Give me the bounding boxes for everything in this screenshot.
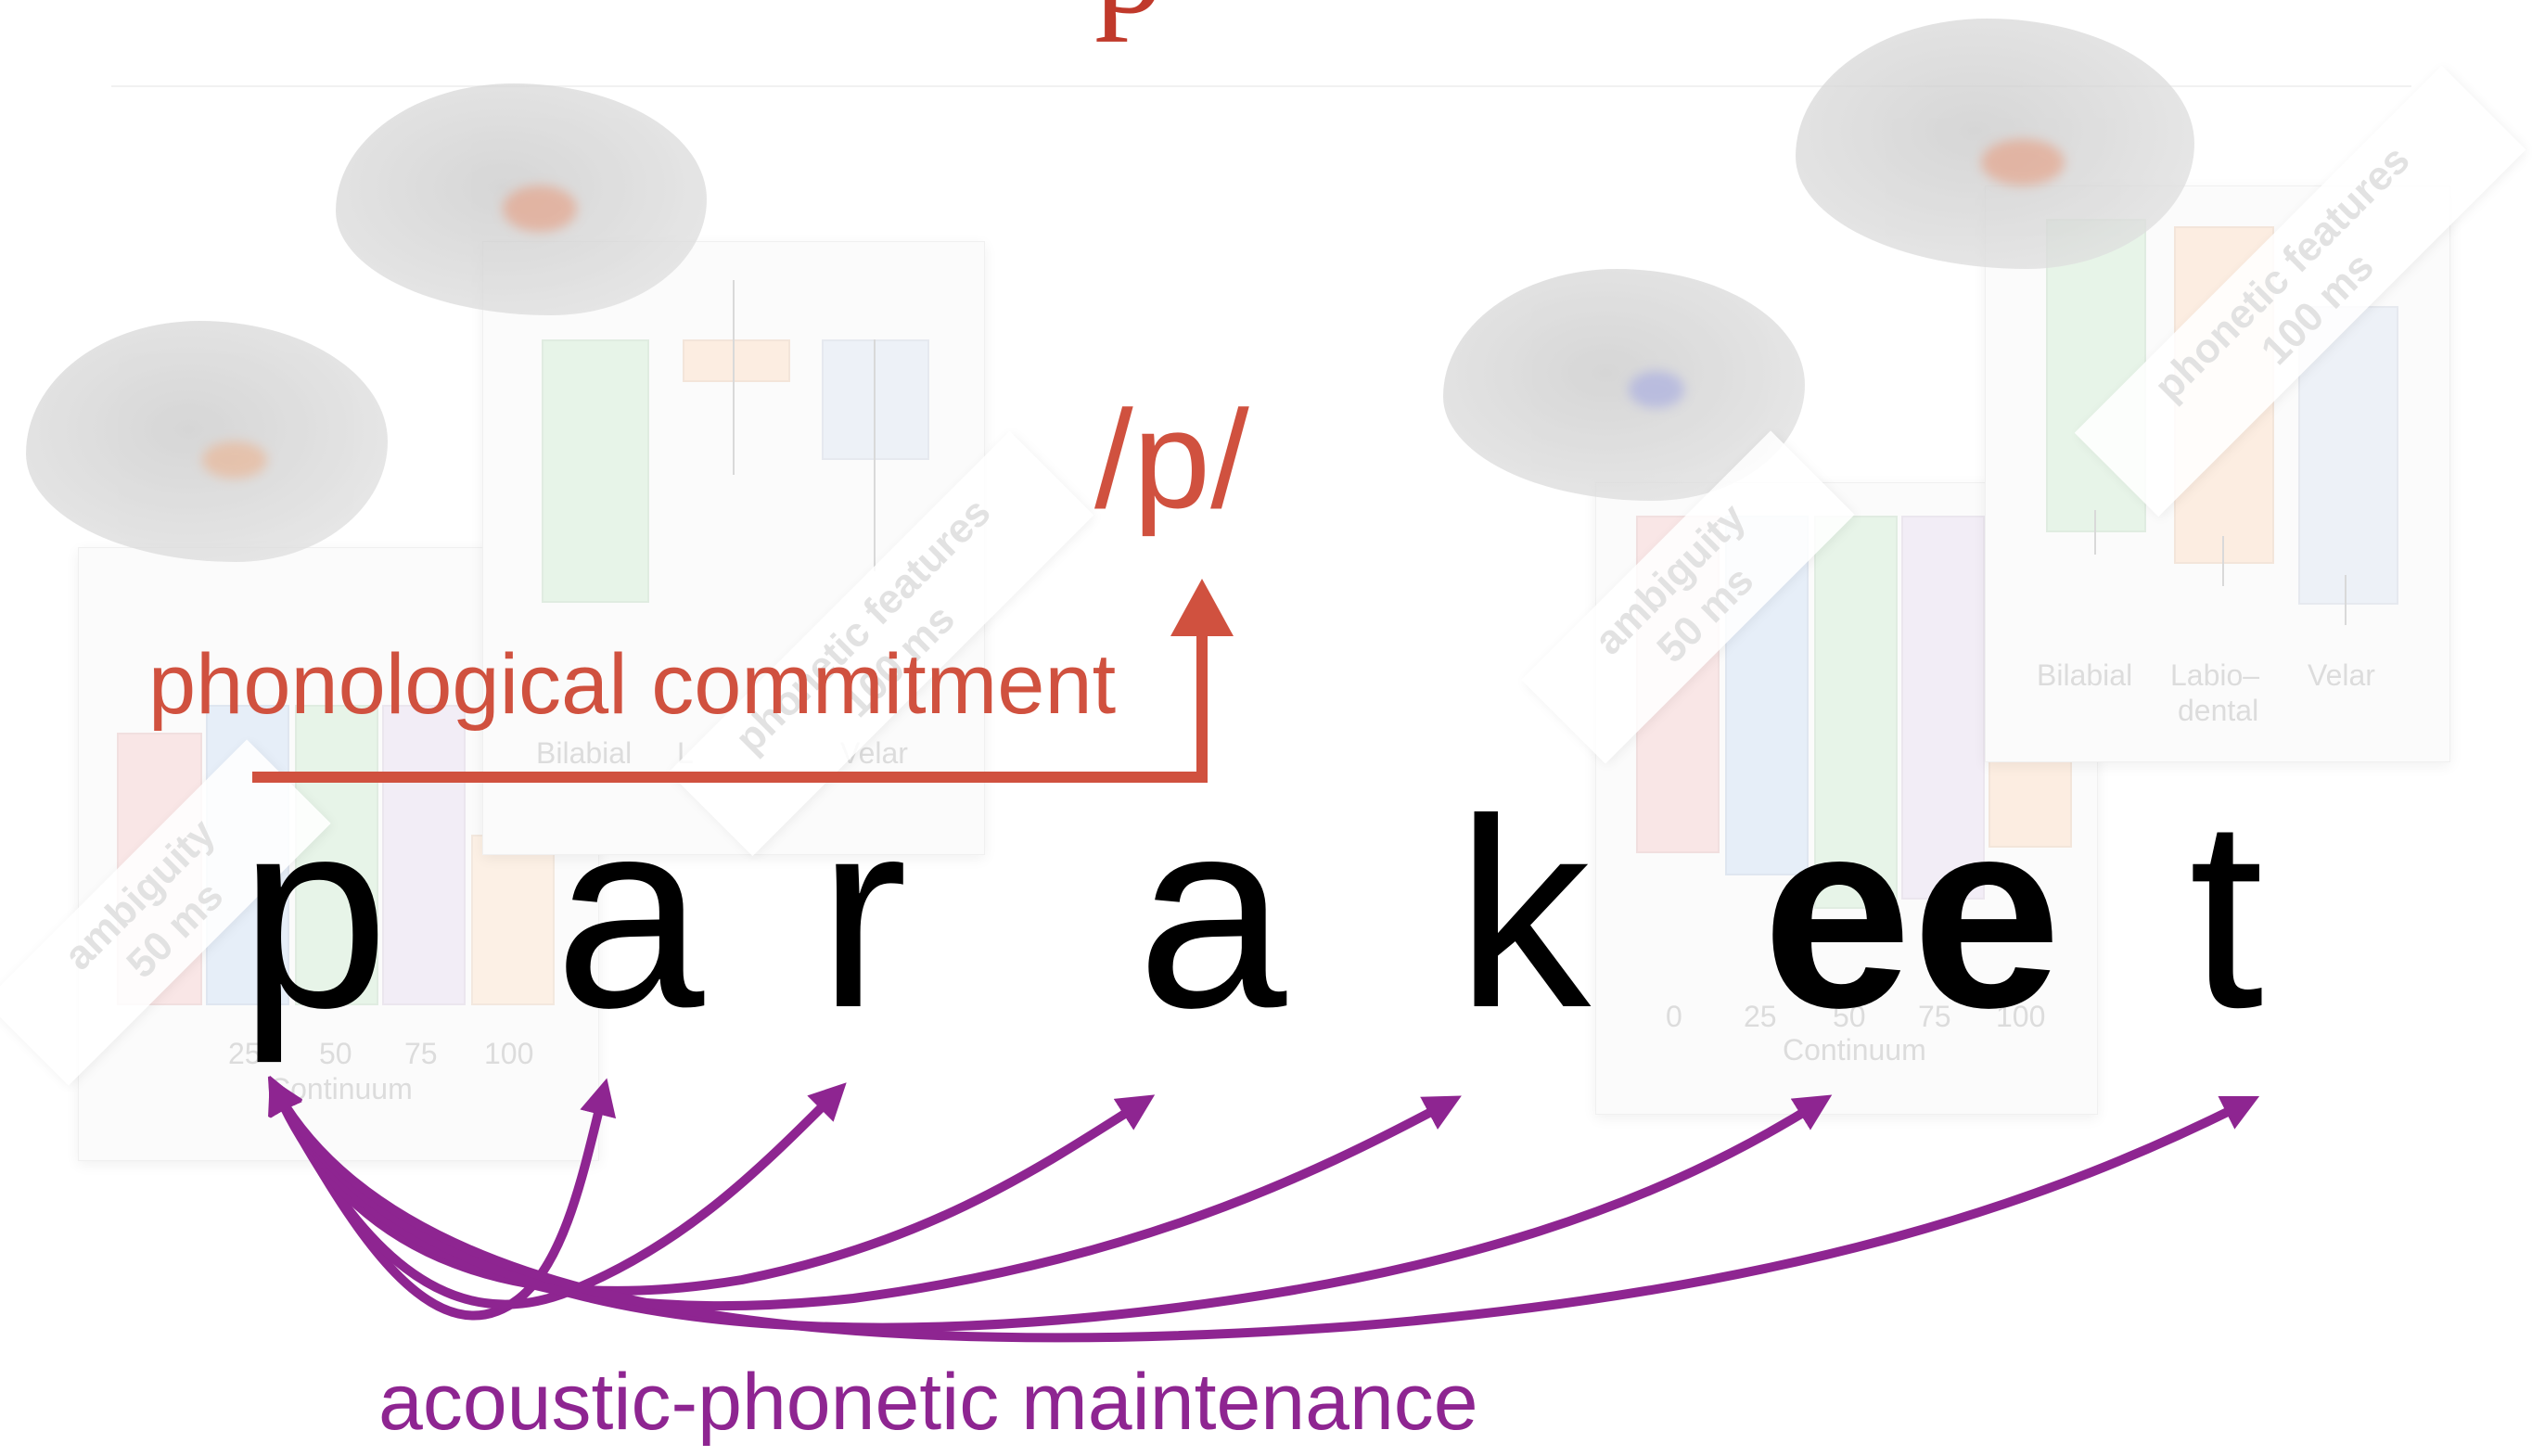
- phoneme-label: /p/: [1094, 381, 1249, 537]
- phonological-commitment-label: phonological commitment: [148, 637, 1117, 732]
- letter-p: p: [239, 763, 390, 1064]
- panel-d-tick-2: Labio–: [2170, 658, 2260, 692]
- panel-b-errbar-2: [874, 339, 876, 571]
- panel-d-errbar-2: [2222, 536, 2224, 586]
- panel-a-tick-1: 25: [228, 1037, 262, 1070]
- panel-a-bar-5: [471, 835, 555, 1005]
- panel-d-errbar-3: [2345, 575, 2347, 625]
- letter-k: k: [1456, 763, 1591, 1064]
- brain-image-3: [1443, 269, 1805, 501]
- maintenance-arrow-t: [267, 1077, 2260, 1343]
- panel-c-axis-title: Continuum: [1783, 1033, 1926, 1066]
- panel-a-bar-3: [295, 705, 378, 1005]
- panel-a-tick-3: 75: [404, 1037, 438, 1070]
- activation-spot: [1981, 139, 2065, 185]
- letter-a: a: [555, 763, 705, 1064]
- top-divider: [111, 85, 2411, 87]
- phonological-commitment-arrow: [252, 612, 1208, 783]
- activation-spot: [202, 441, 267, 479]
- panel-c-bar-5: [1989, 760, 2072, 848]
- panel-a-bar-4: [382, 705, 466, 1005]
- panel-c-tick-2: 25: [1744, 1000, 1777, 1033]
- letter-a-second: a: [1137, 763, 1287, 1064]
- panel-c-tick-5: 100: [1996, 1000, 2046, 1033]
- panel-d-errbar-1: [2094, 510, 2096, 555]
- panel-b-errbar-1: [733, 280, 735, 475]
- panel-c-tick-1: 0: [1666, 1000, 1682, 1033]
- maintenance-arrow-ee: [268, 1076, 1833, 1333]
- panel-c-bar-3: [1814, 516, 1898, 909]
- phonological-arrowhead: [1170, 579, 1234, 636]
- panel-b-bar-3: [822, 339, 929, 460]
- panel-c-tick-4: 75: [1918, 1000, 1951, 1033]
- panel-d-tick-3: dental: [2178, 694, 2259, 727]
- panel-c-tick-3: 50: [1833, 1000, 1866, 1033]
- panel-a-tick-4: 100: [484, 1037, 534, 1070]
- brain-image-4: [1796, 19, 2194, 269]
- title-fragment: p: [1094, 0, 1164, 35]
- panel-c-bar-4: [1901, 516, 1985, 900]
- panel-d-tick-1: Bilabial: [2037, 658, 2133, 692]
- letter-ee: ee: [1762, 763, 2062, 1064]
- maintenance-arrow-k: [269, 1076, 1462, 1311]
- panel-b-tick-1: Bilabial: [536, 736, 633, 770]
- acoustic-phonetic-maintenance-label: acoustic-phonetic maintenance: [378, 1358, 1478, 1447]
- activation-spot: [503, 185, 577, 232]
- panel-a-tick-2: 50: [319, 1037, 352, 1070]
- brain-image-2: [336, 83, 707, 315]
- activation-spot: [1629, 371, 1684, 408]
- panel-b-bar-1: [542, 339, 649, 603]
- letter-t: t: [2189, 763, 2264, 1064]
- maintenance-arrow-a2: [268, 1075, 1156, 1296]
- letter-r: r: [818, 763, 908, 1064]
- panel-d-tick-4: Velar: [2308, 658, 2375, 692]
- panel-b-bar-2: [683, 339, 790, 382]
- brain-image-1: [26, 321, 388, 562]
